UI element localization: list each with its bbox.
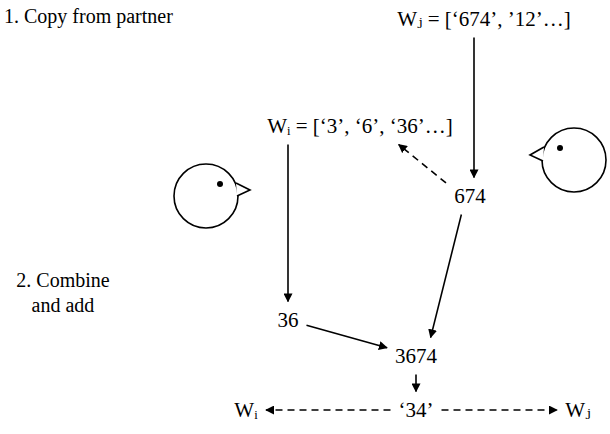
node-text: 674 [453,184,487,208]
node-text: Wᵢ = [‘3’, ‘6’, ‘36’…] [266,114,454,138]
new-word: ‘34’ [395,396,438,425]
solid-arrow [431,215,462,338]
node-text: Wᵢ [233,398,259,422]
dashed-arrow [442,409,558,411]
solid-arrow [415,375,417,392]
dashed-arrow [266,409,391,411]
dashed-arrow [399,145,446,183]
step-label: 2. Combine and add [4,268,122,318]
combined-word: 3674 [391,342,441,371]
own-word-list: Wᵢ = [‘3’, ‘6’, ‘36’…] [263,112,457,141]
copied-word: 674 [450,182,490,211]
node-text: ‘34’ [398,398,435,422]
own-word-list-target: Wᵢ [230,396,262,425]
partner-word-list-target: Wⱼ [561,396,595,425]
partner-word-list: Wⱼ = [‘674’, ’12’…] [393,5,575,34]
solid-arrow [307,325,388,348]
solid-arrow [287,145,289,302]
solid-arrow [473,38,475,178]
right-bird [530,128,606,192]
node-text: 3674 [394,344,438,368]
step-label: 1. Copy from partner [4,4,204,29]
node-text: Wⱼ [564,398,592,422]
node-text: 36 [277,308,300,332]
node-text: Wⱼ = [‘674’, ’12’…] [396,7,572,31]
own-word: 36 [274,306,303,335]
left-bird [174,164,250,228]
